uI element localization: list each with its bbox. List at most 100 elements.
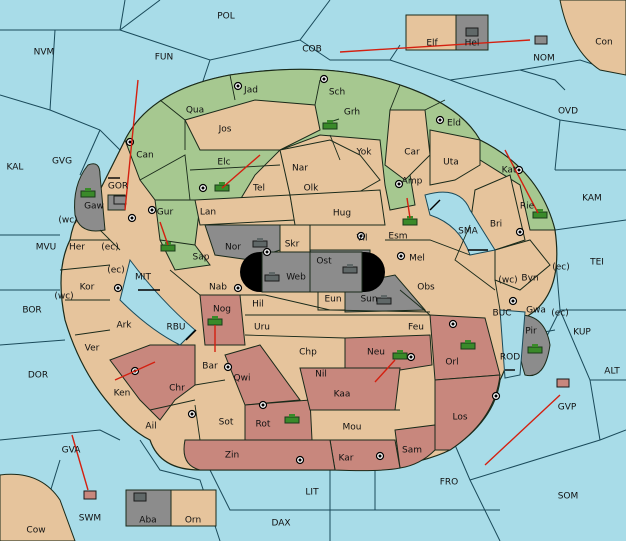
prov-label: Sap — [193, 253, 210, 263]
supply-center[interactable] — [262, 247, 272, 257]
supply-center[interactable] — [223, 362, 233, 372]
land-con-label: Con — [595, 38, 613, 48]
sea-fro[interactable]: FRO — [440, 478, 459, 488]
land-los[interactable] — [434, 374, 501, 451]
prov-label: GOR — [108, 182, 128, 192]
land-zin[interactable] — [183, 439, 336, 471]
sea-mit[interactable]: MIT — [135, 273, 151, 283]
supply-center[interactable] — [319, 74, 329, 84]
sea-gvg[interactable]: GVG — [52, 157, 72, 167]
supply-center[interactable] — [448, 319, 458, 329]
prov-label: Nar — [292, 164, 308, 174]
unit-fleet[interactable] — [133, 492, 147, 502]
prov-label: Sot — [219, 418, 234, 428]
unit-army[interactable] — [460, 340, 476, 350]
sea-kal[interactable]: KAL — [7, 163, 24, 173]
prov-label: Hil — [252, 300, 264, 310]
sea-ovd[interactable]: OVD — [558, 107, 578, 117]
sea-pol[interactable]: POL — [217, 12, 235, 22]
supply-center[interactable] — [356, 231, 366, 241]
land-car[interactable] — [384, 109, 431, 181]
supply-center[interactable] — [375, 451, 385, 461]
prov-label: Nog — [213, 305, 231, 315]
sea-nom[interactable]: NOM — [533, 54, 555, 64]
sea-cob[interactable]: COB — [302, 45, 322, 55]
sea-gva[interactable]: GVA — [62, 446, 82, 456]
unit-fleet[interactable] — [556, 378, 570, 388]
prov-label: Amp — [402, 177, 423, 187]
supply-center[interactable] — [515, 227, 525, 237]
land-orn[interactable] — [170, 489, 217, 527]
sea-kup[interactable]: KUP — [573, 328, 591, 338]
unit-army[interactable] — [322, 118, 340, 130]
land-qwi[interactable] — [224, 344, 301, 406]
land-hug[interactable] — [289, 189, 386, 226]
unit-army[interactable] — [252, 238, 268, 248]
sea-dor[interactable]: DOR — [28, 371, 48, 381]
prov-label: Bri — [490, 220, 502, 230]
land-cow[interactable] — [0, 473, 76, 541]
unit-fleet[interactable] — [465, 27, 479, 37]
land-byn[interactable] — [494, 239, 551, 291]
supply-center[interactable] — [147, 205, 157, 215]
land-sam[interactable] — [394, 424, 436, 469]
land-elf[interactable] — [405, 14, 457, 51]
land-ken-chr[interactable] — [109, 344, 196, 421]
sea-swm[interactable]: SWM — [79, 514, 101, 524]
sea-lit[interactable]: LIT — [305, 488, 319, 498]
land-uta[interactable] — [429, 129, 481, 186]
sea-dax[interactable]: DAX — [271, 519, 290, 529]
unit-army[interactable] — [264, 272, 280, 282]
unit-fleet[interactable] — [113, 195, 127, 205]
prov-label: Car — [404, 148, 420, 158]
supply-center[interactable] — [508, 296, 518, 306]
unit-fleet[interactable] — [83, 490, 97, 500]
unit-fleet[interactable] — [534, 35, 548, 45]
unit-army[interactable] — [392, 350, 408, 360]
supply-center[interactable] — [394, 179, 404, 189]
unit-army[interactable] — [80, 188, 96, 198]
sea-nvm[interactable]: NVM — [34, 48, 55, 58]
prov-label: Lan — [200, 208, 216, 218]
supply-center[interactable] — [396, 251, 406, 261]
sea-mvu[interactable]: MVU — [36, 243, 57, 253]
sea-kam[interactable]: KAM — [582, 194, 602, 204]
supply-center[interactable] — [295, 455, 305, 465]
supply-center[interactable] — [435, 115, 445, 125]
prov-label: Jad — [243, 86, 258, 96]
supply-center[interactable] — [127, 213, 137, 223]
sea-alt[interactable]: ALT — [604, 367, 620, 377]
prov-label: Chr — [169, 384, 185, 394]
connector-arrows — [108, 177, 515, 371]
unit-army[interactable] — [532, 209, 548, 219]
land-jos[interactable] — [184, 99, 321, 151]
unit-army[interactable] — [342, 264, 358, 274]
prov-label: Gur — [157, 208, 174, 218]
sea-fun[interactable]: FUN — [155, 53, 174, 63]
sea-rbu[interactable]: RBU — [166, 323, 185, 333]
land-neu[interactable] — [344, 334, 433, 371]
supply-center[interactable] — [113, 283, 123, 293]
supply-center[interactable] — [233, 283, 243, 293]
supply-center[interactable] — [491, 391, 501, 401]
province-borders — [59, 74, 501, 441]
sea-sma[interactable]: SMA — [458, 227, 478, 237]
supply-center[interactable] — [233, 81, 243, 91]
sea-som[interactable]: SOM — [558, 492, 579, 502]
sea-buc[interactable]: BUC — [492, 309, 511, 319]
supply-center[interactable] — [406, 352, 416, 362]
supply-center[interactable] — [187, 409, 197, 419]
unit-army[interactable] — [527, 344, 543, 354]
supply-center[interactable] — [198, 183, 208, 193]
land-kar[interactable] — [329, 439, 401, 472]
prov-label: Nor — [225, 243, 241, 253]
sea-gvp[interactable]: GVP — [558, 403, 577, 413]
unit-army[interactable] — [376, 295, 392, 305]
sea-bor[interactable]: BOR — [22, 306, 41, 316]
unit-army[interactable] — [284, 414, 300, 424]
sea-rod[interactable]: ROD — [500, 353, 520, 363]
sea-tei[interactable]: TEI — [589, 258, 604, 268]
supply-center[interactable] — [258, 400, 268, 410]
land-con[interactable] — [559, 0, 626, 76]
